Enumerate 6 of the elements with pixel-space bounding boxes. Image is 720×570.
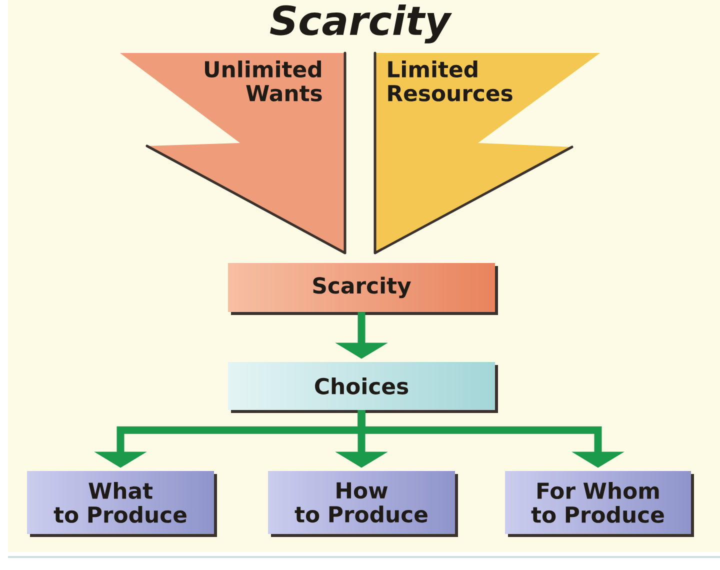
title: Scarcity — [270, 4, 452, 44]
process-box: For Whom to Produce — [505, 470, 694, 537]
process-box: How to Produce — [268, 470, 458, 537]
process-box: What to Produce — [27, 470, 217, 537]
process-box: Choices — [228, 362, 498, 413]
process-box: Scarcity — [228, 262, 498, 315]
